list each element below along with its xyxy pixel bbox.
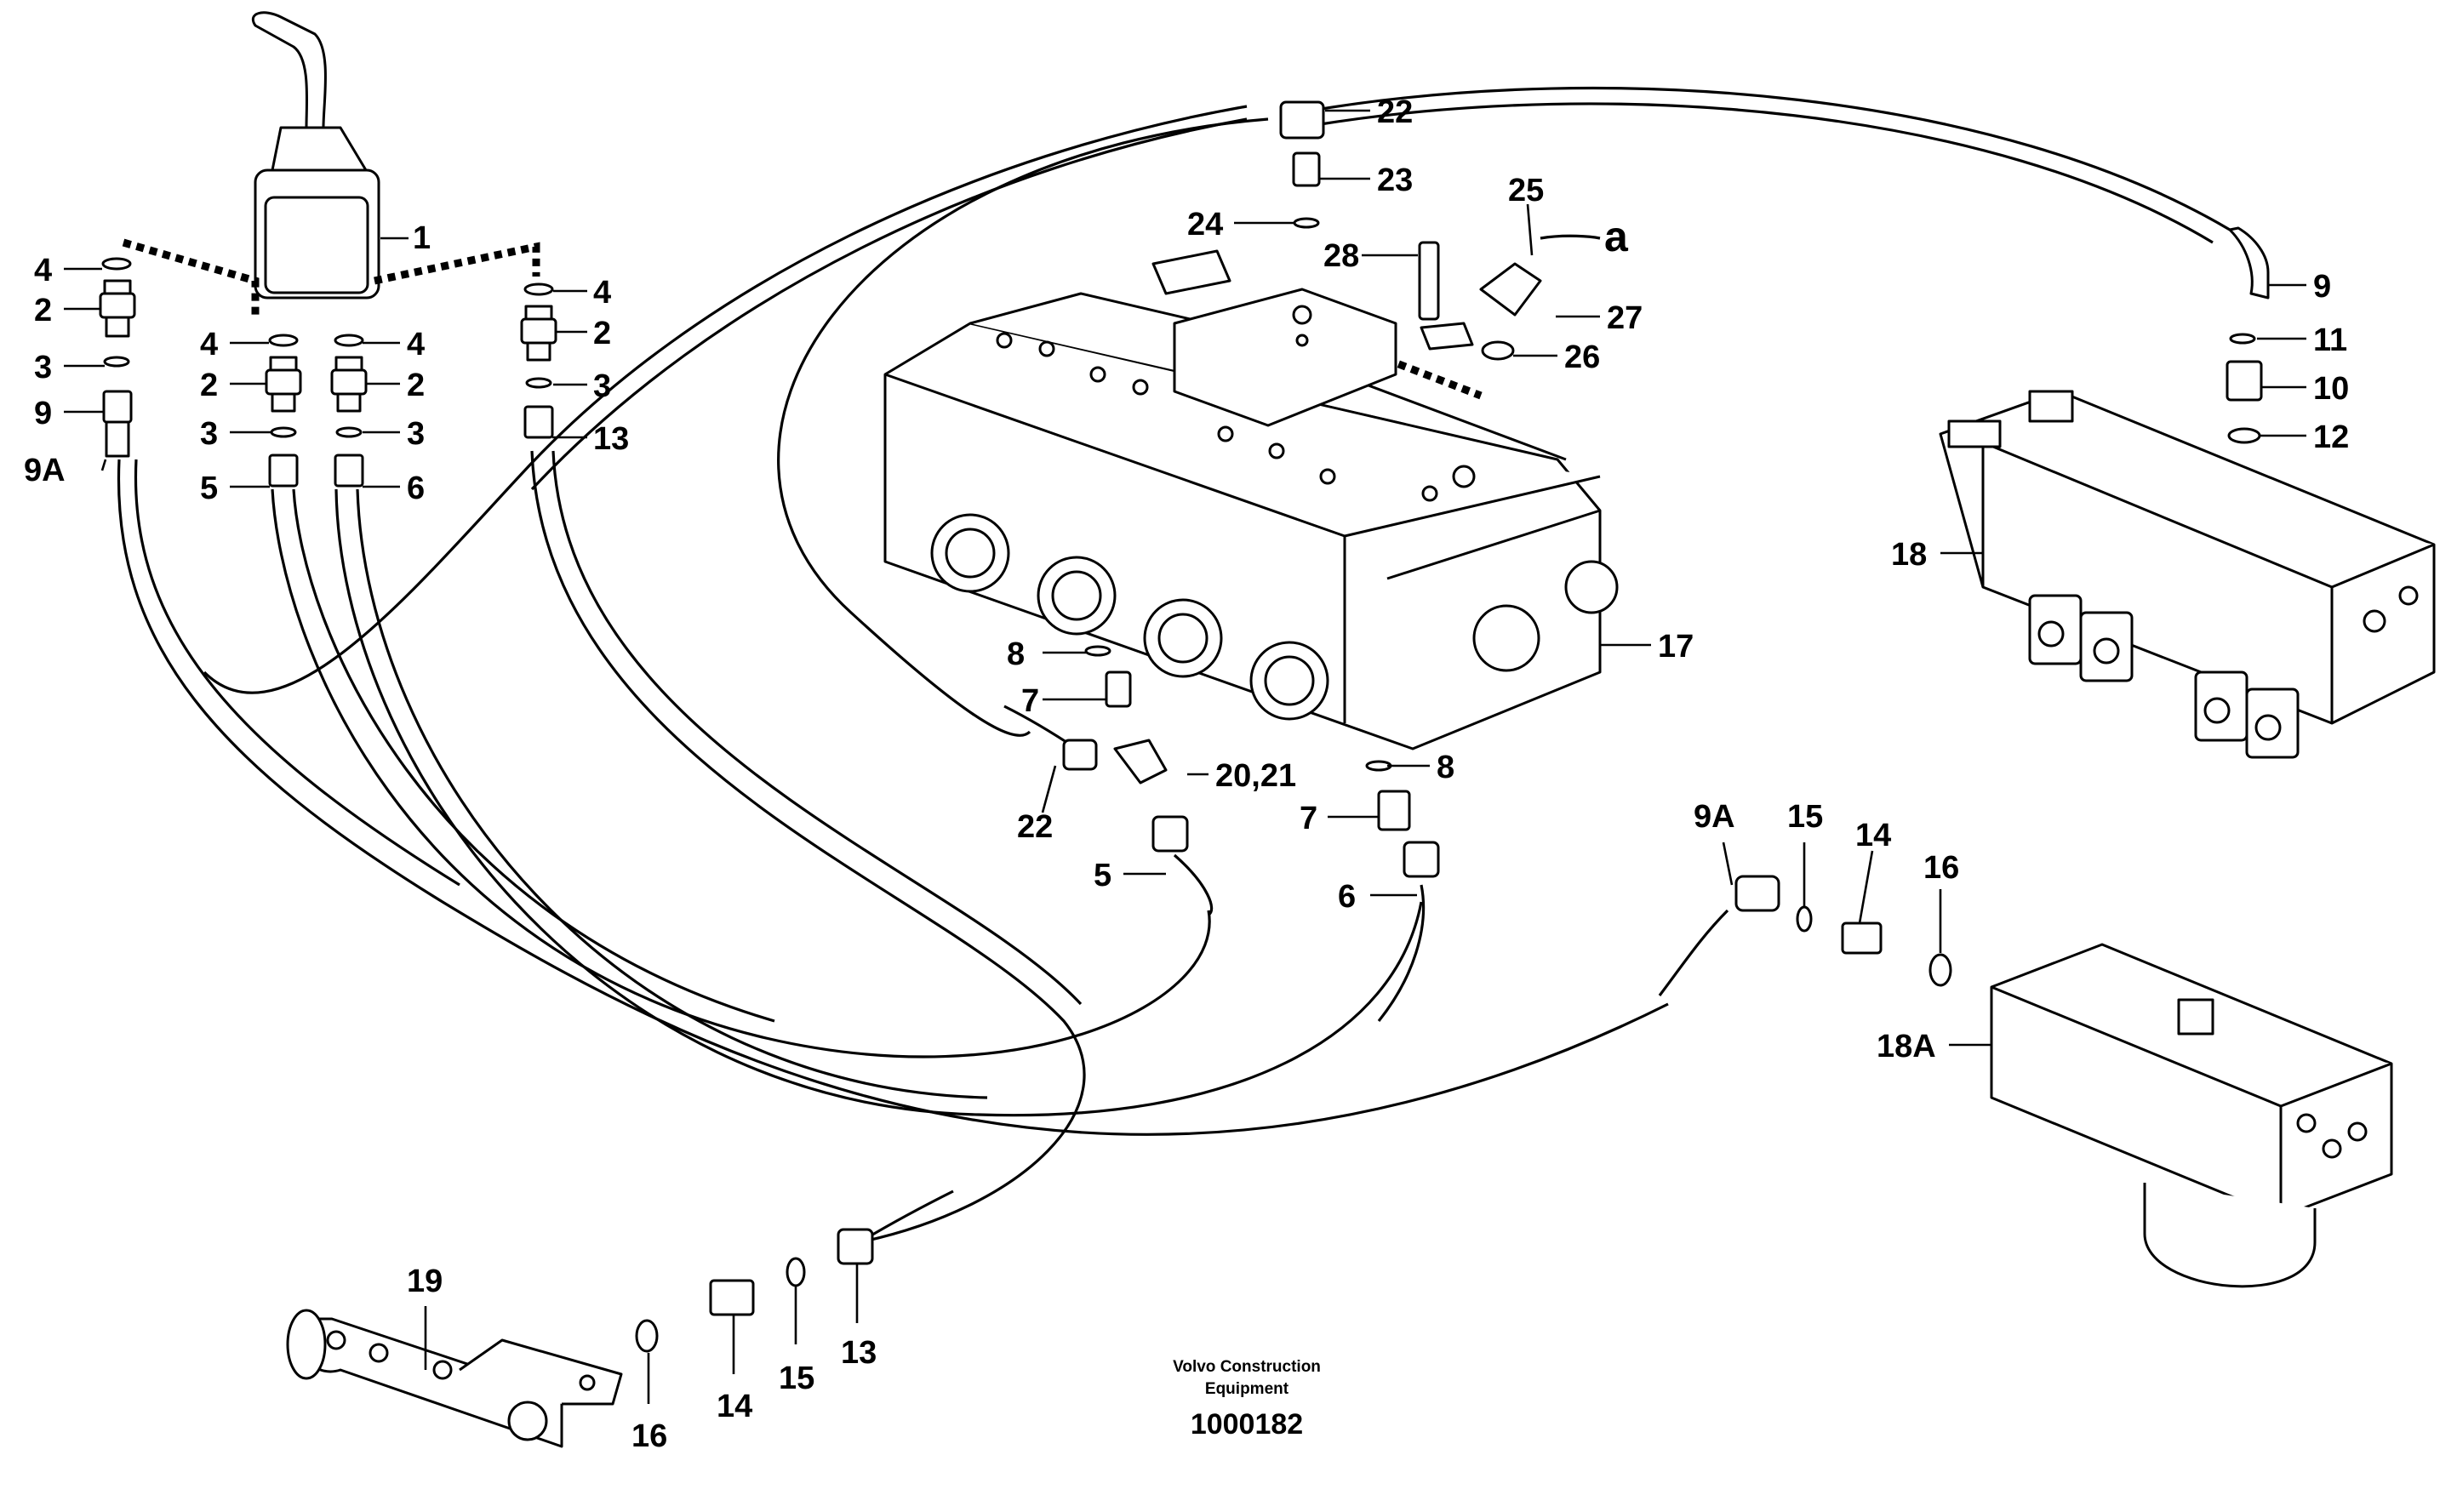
hose-13 [530, 450, 1086, 1244]
label-9: 9 [2313, 269, 2331, 305]
label-16: 16 [1923, 850, 1959, 886]
label-11: 11 [2313, 322, 2347, 358]
label-26: 26 [1564, 339, 1600, 375]
label-4: 4 [593, 275, 611, 311]
hose-13-b [551, 450, 1083, 1006]
hose-9A-left-b [134, 459, 460, 887]
label-9: 9 [34, 396, 52, 431]
label-a: a [1604, 213, 1629, 260]
hose-9A-right [1658, 909, 1729, 996]
label-9A: 9A [1694, 799, 1735, 835]
label-2: 2 [593, 316, 611, 351]
spool-caps [930, 513, 1619, 721]
credit-line-2: Equipment [1205, 1380, 1289, 1398]
label-3: 3 [34, 350, 52, 385]
label-6: 6 [1338, 879, 1356, 915]
joystick [252, 11, 380, 300]
label-3: 3 [200, 416, 218, 452]
hoses [117, 86, 2231, 1244]
label-15: 15 [779, 1361, 814, 1396]
label-22: 22 [1377, 94, 1413, 130]
label-10: 10 [2313, 371, 2349, 407]
label-8: 8 [1437, 750, 1454, 785]
label-14: 14 [1855, 818, 1891, 853]
label-3: 3 [407, 416, 425, 452]
label-7: 7 [1300, 801, 1317, 836]
hose-9-long [1310, 86, 2231, 231]
fitting-stacks [99, 257, 557, 488]
credit-block: Volvo Construction Equipment 1000182 [1173, 1358, 1321, 1441]
label-18: 18 [1891, 537, 1927, 573]
control-valve [883, 249, 1619, 750]
hose-5-b [292, 488, 775, 1023]
label-22: 22 [1017, 809, 1053, 845]
label-6: 6 [407, 471, 425, 506]
label-4: 4 [407, 327, 425, 362]
label-13: 13 [593, 421, 629, 457]
hose-22-upper-b [530, 117, 1248, 491]
hose-5-stub [1173, 853, 1214, 916]
label-1: 1 [413, 220, 431, 256]
label-20-21: 20,21 [1215, 758, 1296, 794]
label-23: 23 [1377, 163, 1413, 198]
label-14: 14 [717, 1389, 752, 1424]
label-17: 17 [1658, 629, 1694, 665]
label-8: 8 [1007, 636, 1025, 672]
hose-9-long-b [1314, 102, 2214, 244]
label-24: 24 [1187, 207, 1223, 242]
solenoids-18 [2028, 594, 2300, 759]
credit-line-1: Volvo Construction [1173, 1358, 1321, 1376]
label-2: 2 [200, 368, 218, 403]
part-labels: 1 4 2 3 9 9A 4 2 3 5 4 2 3 6 4 2 3 13 22… [24, 94, 2349, 1454]
hose-loop-center [777, 117, 1269, 737]
hose-22-upper [203, 105, 1248, 694]
hose-6-stub [1377, 884, 1426, 1022]
label-2: 2 [407, 368, 425, 403]
valve-holes [996, 305, 1476, 502]
loose-fittings [635, 100, 2270, 1353]
hose-25 [1540, 234, 1601, 240]
label-27: 27 [1607, 300, 1643, 336]
label-4: 4 [200, 327, 218, 362]
label-2: 2 [34, 293, 52, 328]
drawing-number: 1000182 [1191, 1408, 1303, 1441]
manifold-19 [286, 1309, 623, 1448]
dashed-wires [122, 238, 1483, 400]
label-3: 3 [593, 368, 611, 404]
label-15: 15 [1787, 799, 1823, 835]
label-5: 5 [1094, 858, 1111, 893]
label-7: 7 [1021, 683, 1039, 719]
label-12: 12 [2313, 419, 2349, 455]
hose-5 [271, 488, 1211, 1058]
hose-9A-left [117, 459, 1669, 1136]
label-5: 5 [200, 471, 218, 506]
hose-6 [334, 488, 1423, 1117]
label-13: 13 [841, 1335, 877, 1371]
label-4: 4 [34, 253, 52, 288]
label-18A: 18A [1877, 1029, 1936, 1064]
label-25: 25 [1508, 173, 1544, 208]
label-9A: 9A [24, 453, 66, 488]
label-16: 16 [631, 1418, 667, 1454]
label-19: 19 [407, 1264, 443, 1299]
label-28: 28 [1323, 238, 1359, 274]
hose-6-b [356, 488, 988, 1099]
leader-lines [64, 109, 2306, 1404]
valve-block-18A [1990, 943, 2393, 1288]
solenoid-block-18 [1939, 390, 2436, 759]
